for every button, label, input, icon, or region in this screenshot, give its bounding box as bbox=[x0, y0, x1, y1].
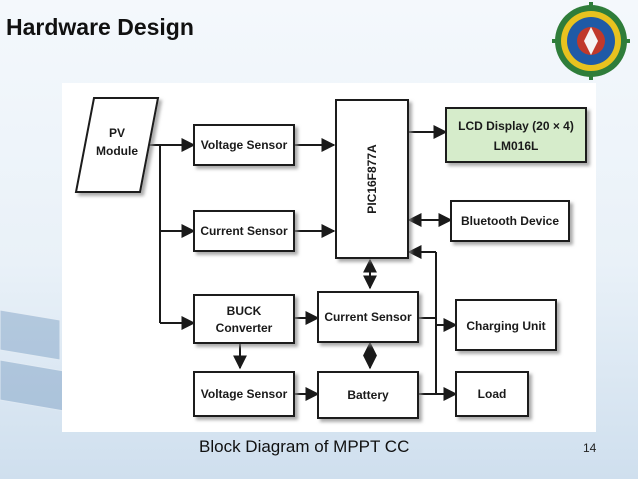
lcd-display-block bbox=[445, 107, 587, 163]
current-sensor-mid-label: Current Sensor bbox=[324, 310, 412, 324]
bluetooth-device-block bbox=[450, 200, 570, 242]
pv-module-block bbox=[74, 97, 160, 193]
voltage-sensor-bottom-label: Voltage Sensor bbox=[201, 387, 288, 401]
current-sensor-left-block bbox=[193, 210, 295, 252]
pv-module-label-1: PV bbox=[109, 126, 125, 140]
charging-unit-label: Charging Unit bbox=[466, 319, 545, 333]
battery-block bbox=[317, 371, 419, 419]
charging-unit-block bbox=[455, 299, 557, 351]
buck-converter-label-2: Converter bbox=[216, 321, 273, 335]
buck-converter-block bbox=[193, 294, 295, 344]
institution-logo bbox=[552, 2, 630, 80]
voltage-sensor-top-label: Voltage Sensor bbox=[201, 138, 288, 152]
voltage-sensor-top-block bbox=[193, 124, 295, 166]
mcu-label: PIC16F877A bbox=[365, 144, 379, 214]
load-block bbox=[455, 371, 529, 417]
load-label: Load bbox=[478, 387, 507, 401]
voltage-sensor-bottom-block bbox=[193, 371, 295, 417]
bluetooth-device-label: Bluetooth Device bbox=[461, 214, 559, 228]
mcu-block bbox=[335, 99, 409, 259]
diagram-caption: Block Diagram of MPPT CC bbox=[199, 437, 410, 456]
pv-module-label-2: Module bbox=[96, 144, 138, 158]
current-sensor-mid-block bbox=[317, 291, 419, 343]
battery-label: Battery bbox=[347, 388, 389, 402]
solar-panel-decoration bbox=[0, 309, 71, 413]
buck-converter-label-1: BUCK bbox=[227, 304, 262, 318]
lcd-display-label-2: LM016L bbox=[494, 139, 539, 153]
page-number: 14 bbox=[583, 441, 597, 455]
slide-title: Hardware Design bbox=[6, 14, 194, 40]
lcd-display-label-1: LCD Display (20 × 4) bbox=[458, 119, 574, 133]
current-sensor-left-label: Current Sensor bbox=[200, 224, 288, 238]
